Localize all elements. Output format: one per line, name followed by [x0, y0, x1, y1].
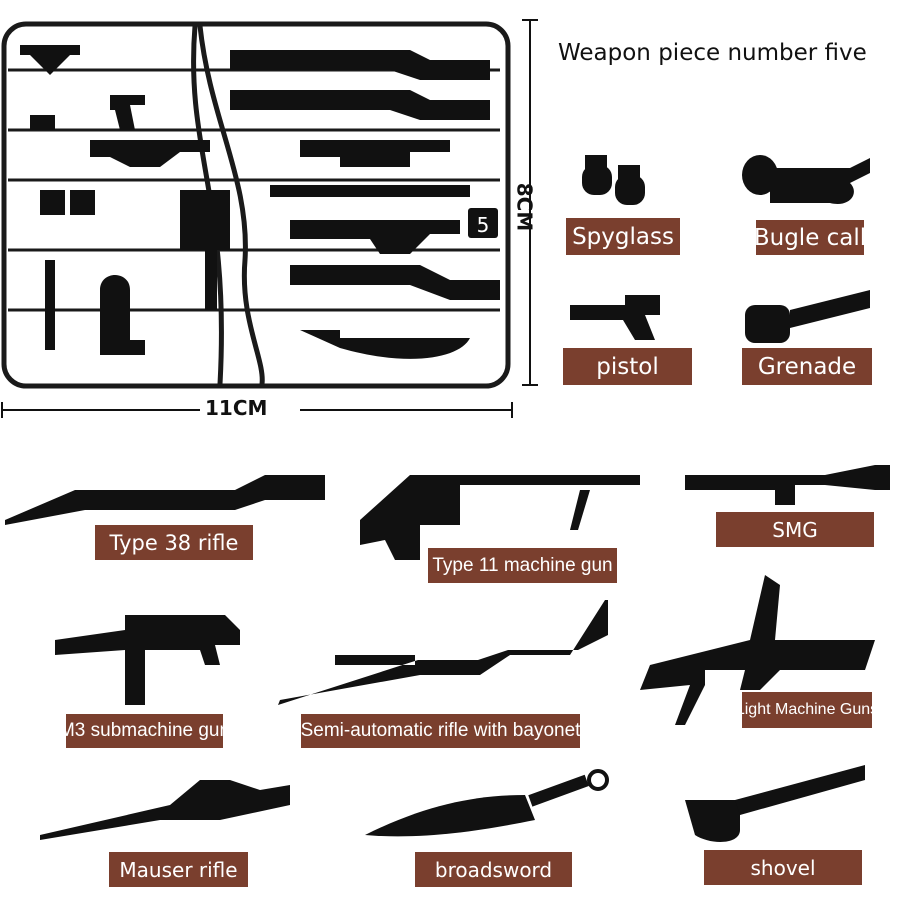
light-machine-gun-icon [640, 575, 875, 725]
label-mauser-rifle: Mauser rifle [109, 852, 248, 887]
pistol-icon [570, 295, 660, 340]
machine-gun-icon [360, 475, 640, 560]
height-dimension: 8CM [512, 182, 537, 232]
binoculars-icon [582, 155, 645, 205]
label-type-38-rifle: Type 38 rifle [95, 525, 253, 560]
stick-grenade-icon [745, 290, 870, 343]
sprue-badge: 5 [477, 213, 490, 237]
width-dimension: 11CM [205, 396, 268, 420]
label-light-machine-guns: Light Machine Guns [736, 692, 878, 728]
label-pistol: pistol [563, 348, 692, 385]
label-shovel: shovel [704, 850, 862, 885]
m3-smg-icon [55, 615, 240, 705]
semi-auto-rifle-icon [278, 600, 608, 705]
label-type-11-machine-gun: Type 11 machine gun [428, 548, 617, 583]
label-smg: SMG [716, 512, 874, 547]
smg-icon [685, 465, 890, 505]
mauser-rifle-icon [40, 780, 290, 840]
sword-icon [365, 769, 609, 837]
dimension-lines [1, 19, 538, 418]
label-spyglass: Spyglass [566, 218, 680, 255]
bugle-icon [742, 155, 870, 204]
shovel-icon [685, 765, 865, 842]
label-m3-submachine-gun: M3 submachine gun [59, 714, 230, 748]
label-semi-automatic-rifle: Semi-automatic rifle with bayonet [301, 714, 580, 748]
sprue-parts [20, 45, 500, 359]
rifle-with-bayonet-icon [5, 475, 325, 525]
page-title: Weapon piece number five [558, 40, 867, 66]
label-grenade: Grenade [742, 348, 872, 385]
sprue-frame [1, 21, 511, 389]
label-bugle-call: Bugle call [754, 220, 866, 255]
label-broadsword: broadsword [415, 852, 572, 887]
